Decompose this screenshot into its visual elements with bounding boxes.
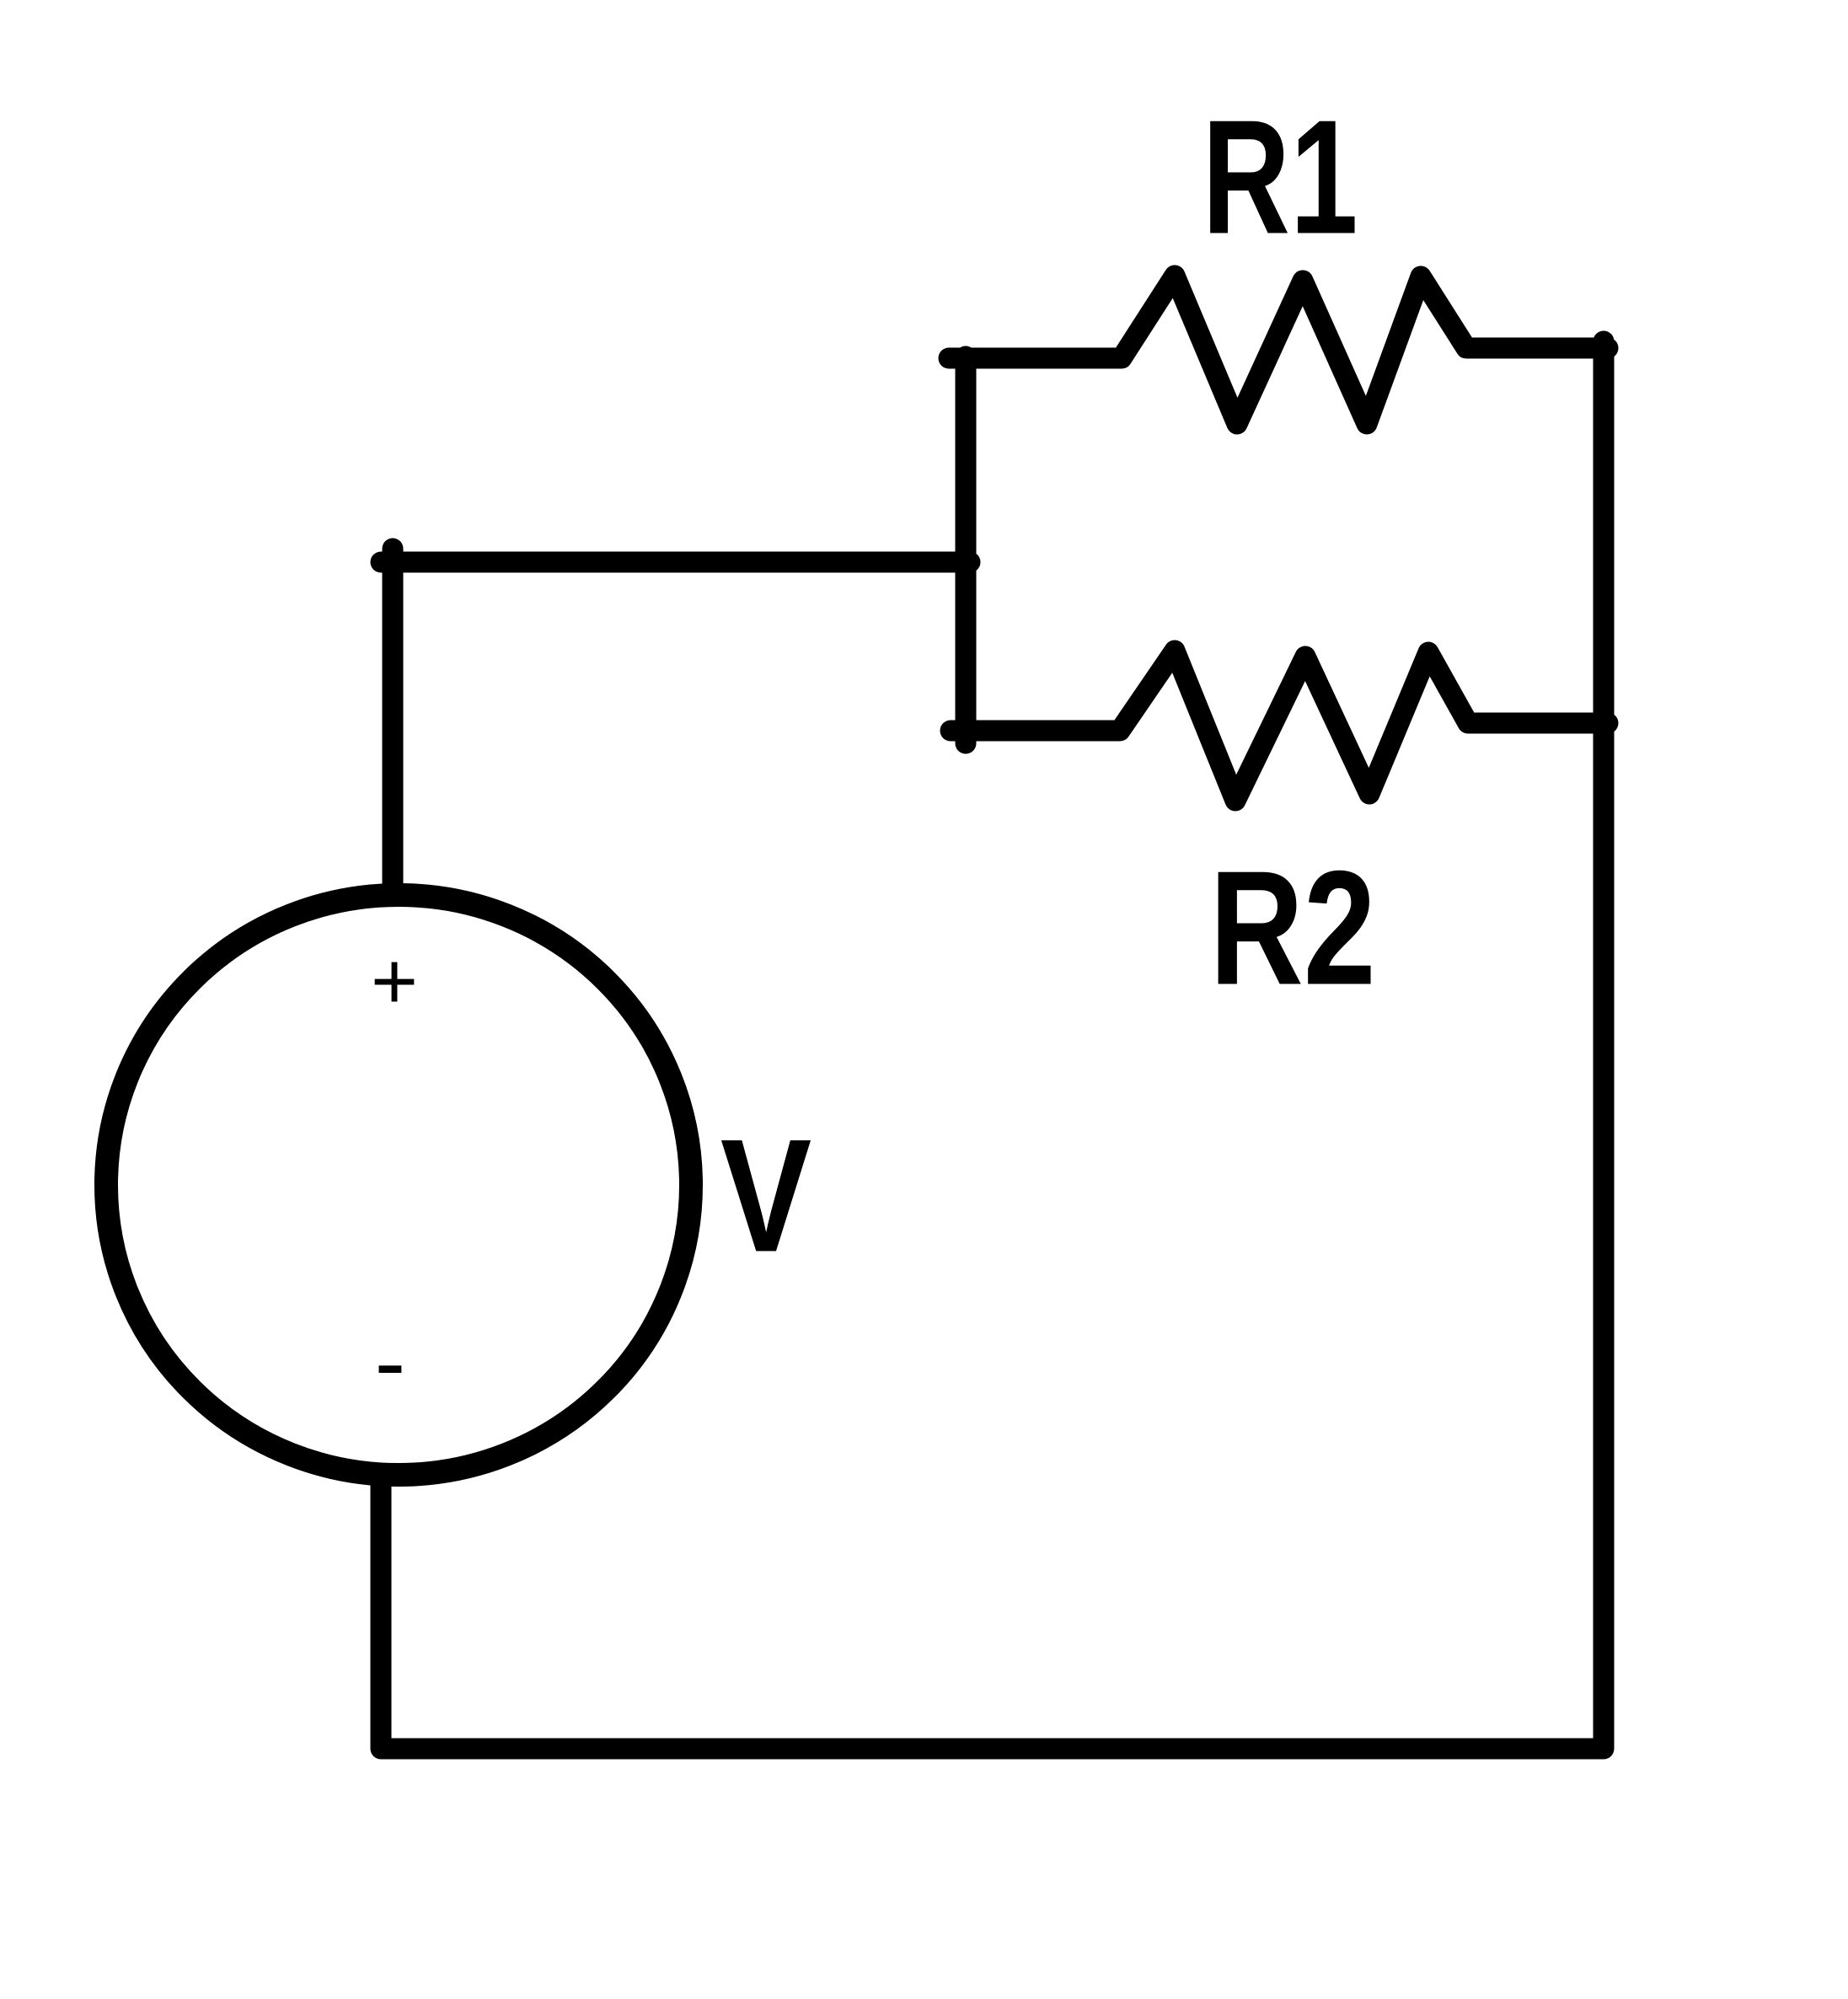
positive-terminal-sign: + <box>370 936 419 1026</box>
resistor-r2-label: R2 <box>1209 836 1376 1019</box>
resistor-r1-zigzag-icon <box>938 265 1619 435</box>
resistor-r1-label: R1 <box>1202 85 1358 268</box>
resistor-r2-zigzag-icon <box>940 640 1619 812</box>
negative-terminal-sign: - <box>374 1310 406 1414</box>
voltage-source-label: V <box>720 1106 812 1286</box>
wire-outer-return-loop <box>370 330 1615 1760</box>
